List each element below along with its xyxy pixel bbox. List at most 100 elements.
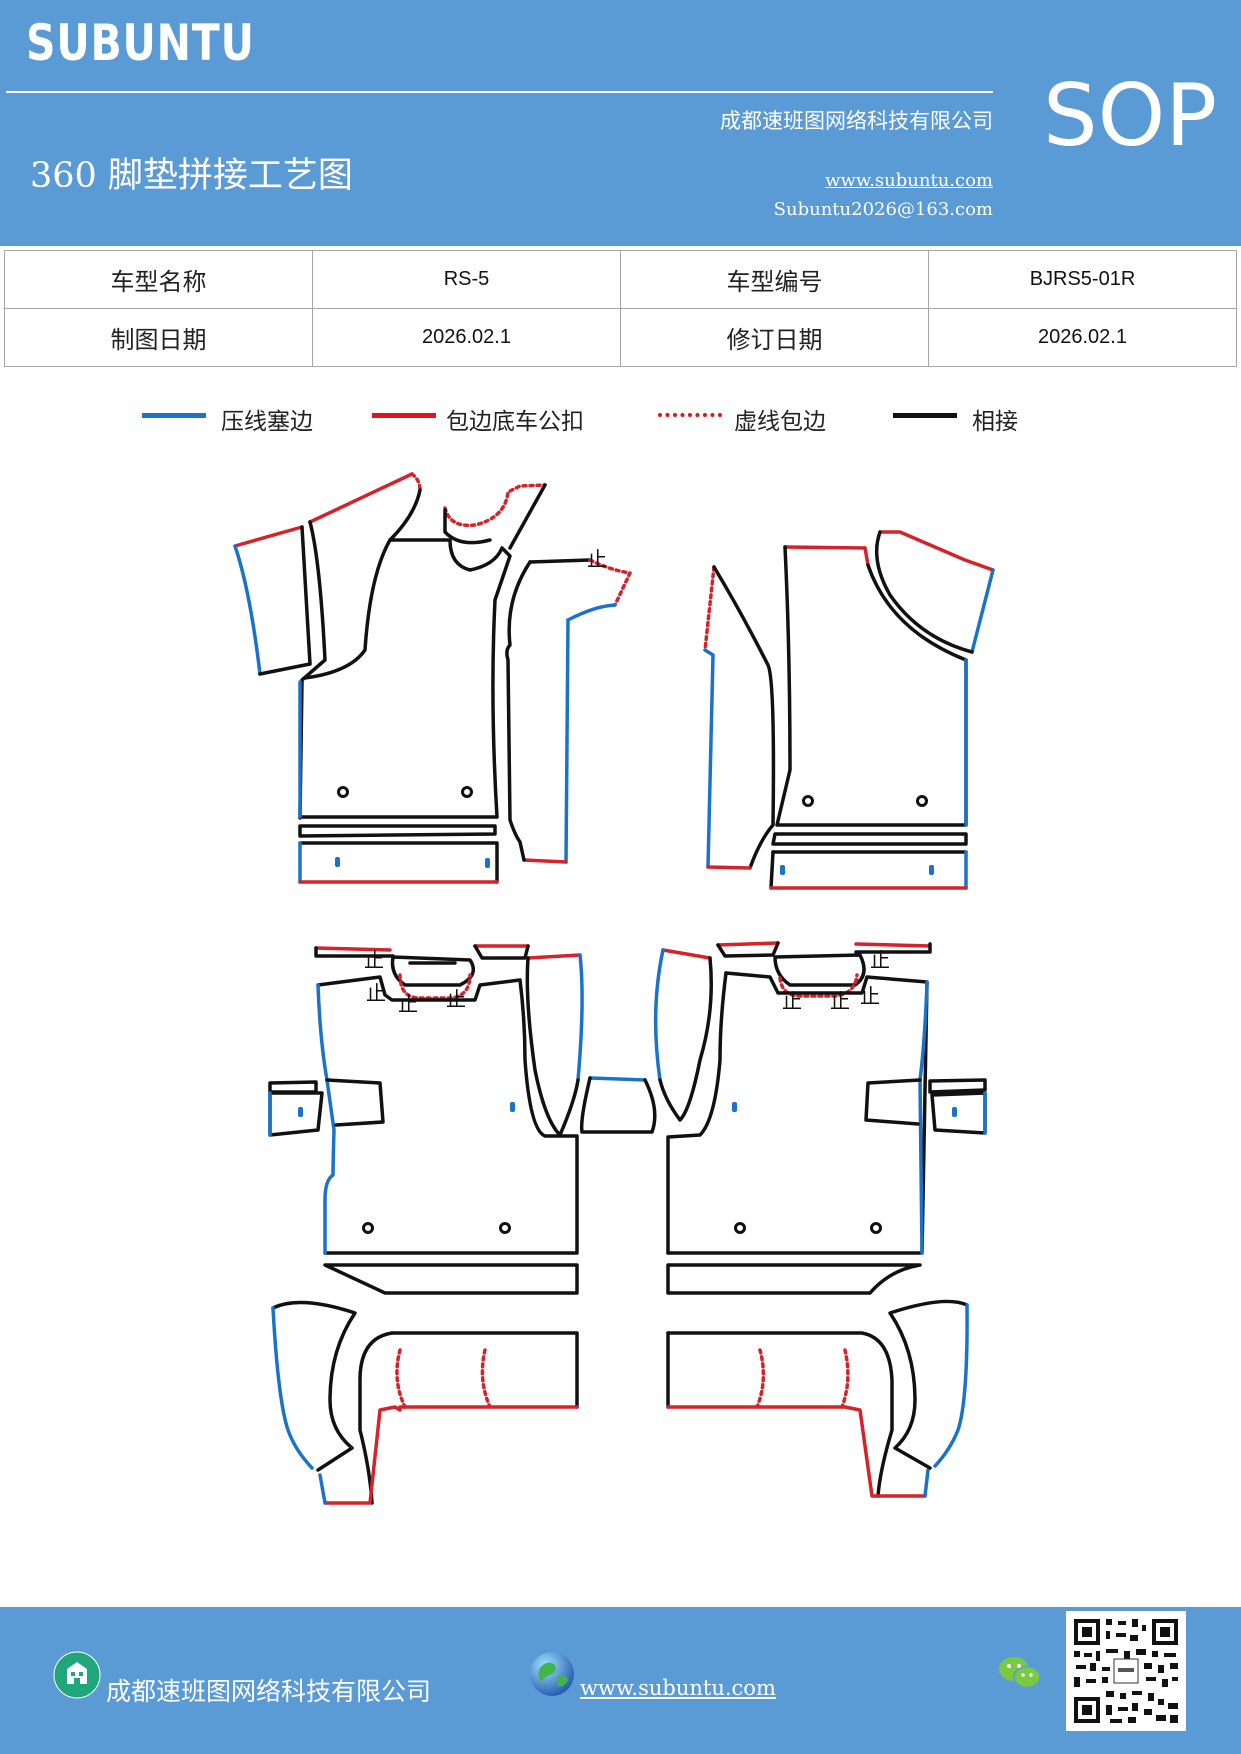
globe-icon [530, 1652, 574, 1696]
building-icon [53, 1651, 101, 1699]
revise-date-label: 修订日期 [620, 308, 929, 367]
pattern-piece-edge [298, 538, 512, 819]
revise-date-value: 2026.02.1 [928, 308, 1237, 367]
pattern-piece-edge [325, 1078, 385, 1127]
clip-slot [780, 865, 785, 875]
pattern-piece-edge [443, 508, 492, 545]
pattern-piece-edge [303, 488, 422, 680]
model-code-label: 车型编号 [620, 250, 929, 309]
pattern-piece-edge [525, 956, 580, 1137]
clip-slot [298, 1107, 303, 1117]
pattern-piece-edge [928, 1078, 987, 1094]
pattern-piece-edge [930, 1091, 987, 1135]
footer-website-link[interactable]: www.subuntu.com [580, 1676, 776, 1700]
document-title: 360 脚垫拼接工艺图 [30, 156, 353, 196]
stop-mark: 止 [860, 984, 880, 1008]
pattern-piece-edge [505, 560, 532, 862]
pattern-piece-edge [233, 525, 304, 548]
pattern-piece-edge [323, 1405, 579, 1505]
legend-swatch-black [893, 413, 957, 418]
model-name-label: 车型名称 [4, 250, 313, 309]
pattern-piece-edge [316, 975, 579, 1255]
pattern-piece-edge [653, 948, 665, 1082]
pattern-piece-edge [661, 948, 712, 960]
pattern-piece-edge [703, 648, 715, 869]
pattern-piece-edge [864, 1078, 922, 1126]
pattern-piece-edge [271, 1306, 314, 1470]
pattern-piece-edge [666, 971, 929, 1255]
pattern-piece-edge [771, 832, 968, 846]
mount-hole [499, 1222, 511, 1234]
clip-slot [952, 1107, 957, 1117]
clip-slot [732, 1102, 737, 1112]
pattern-piece-edge [395, 1348, 407, 1409]
legend-swatch-blue [142, 413, 206, 418]
pattern-piece-edge [666, 1263, 922, 1295]
pattern-piece-edge [854, 942, 932, 948]
header-website-link[interactable]: www.subuntu.com [825, 170, 993, 191]
pattern-piece-edge [358, 1331, 394, 1505]
pattern-piece-edge [564, 618, 570, 864]
pattern-piece-edge [878, 530, 995, 572]
footer-company: 成都速班图网络科技有限公司 [106, 1677, 432, 1706]
model-name-value: RS-5 [312, 250, 621, 309]
pattern-piece-edge [390, 1331, 579, 1409]
pattern-piece-edge [716, 941, 780, 947]
wechat-icon [999, 1657, 1041, 1689]
pattern-piece-edge [323, 1263, 579, 1295]
clip-slot [335, 857, 340, 867]
model-code-value: BJRS5-01R [928, 250, 1237, 309]
pattern-piece-edge [410, 472, 422, 492]
pattern-piece-edge [526, 953, 582, 960]
pattern-piece-edge [840, 1348, 850, 1409]
legend-swatch-red [372, 413, 436, 418]
stop-mark: 止 [364, 948, 384, 972]
pattern-piece-edge [522, 858, 568, 864]
pattern-piece-edge [314, 946, 395, 958]
pattern-piece-edge [268, 1080, 318, 1094]
mount-hole [870, 1222, 882, 1234]
pattern-piece-edge [480, 1348, 492, 1409]
pattern-piece-edge [863, 546, 870, 567]
legend-label: 虚线包边 [734, 409, 826, 435]
pattern-piece-edge [308, 472, 414, 524]
pattern-piece-edge [576, 953, 584, 1082]
page-header [0, 0, 1241, 246]
clip-slot [485, 858, 490, 868]
stop-mark: 止 [870, 948, 890, 972]
pattern-piece-edge [755, 1348, 766, 1409]
pattern-piece-edge [888, 1299, 969, 1470]
pattern-piece-edge [316, 983, 336, 1255]
pattern-piece-edge [443, 483, 547, 528]
pattern-piece-edge [390, 955, 476, 987]
table-row: 车型名称 RS-5 车型编号 BJRS5-01R [4, 250, 1237, 309]
pattern-piece-edge [854, 942, 932, 954]
stop-mark: 止 [398, 992, 418, 1016]
legend-label: 压线塞边 [221, 409, 313, 435]
pattern-piece-edge [970, 568, 995, 654]
pattern-piece-edge [716, 941, 780, 958]
pattern-piece-edge [658, 956, 713, 1122]
pattern-piece-edge [268, 1091, 324, 1137]
pattern-piece-edge [318, 1473, 327, 1505]
legend-swatch-red-dotted [658, 413, 722, 417]
table-row: 制图日期 2026.02.1 修订日期 2026.02.1 [4, 308, 1237, 367]
pattern-piece-edge [769, 850, 775, 890]
info-table: 车型名称 RS-5 车型编号 BJRS5-01R 制图日期 2026.02.1 … [4, 250, 1237, 367]
pattern-piece-edge [783, 545, 867, 550]
pattern-piece-edge [233, 544, 262, 676]
pattern-piece-edge [398, 973, 472, 1000]
pattern-piece-edge [314, 946, 392, 952]
pattern-piece-edge [528, 558, 592, 564]
pattern-piece-edge [874, 530, 974, 654]
qr-code-pattern [1072, 1617, 1180, 1725]
pattern-piece-edge [579, 1076, 657, 1134]
mount-hole [734, 1222, 746, 1234]
pattern-piece-edge [773, 953, 866, 987]
pattern-piece-edge [473, 944, 530, 960]
clip-slot [510, 1102, 515, 1112]
pattern-piece-edge [666, 971, 728, 1255]
pattern-group-rear-left [268, 944, 657, 1505]
pattern-group-rear-right [653, 941, 987, 1498]
